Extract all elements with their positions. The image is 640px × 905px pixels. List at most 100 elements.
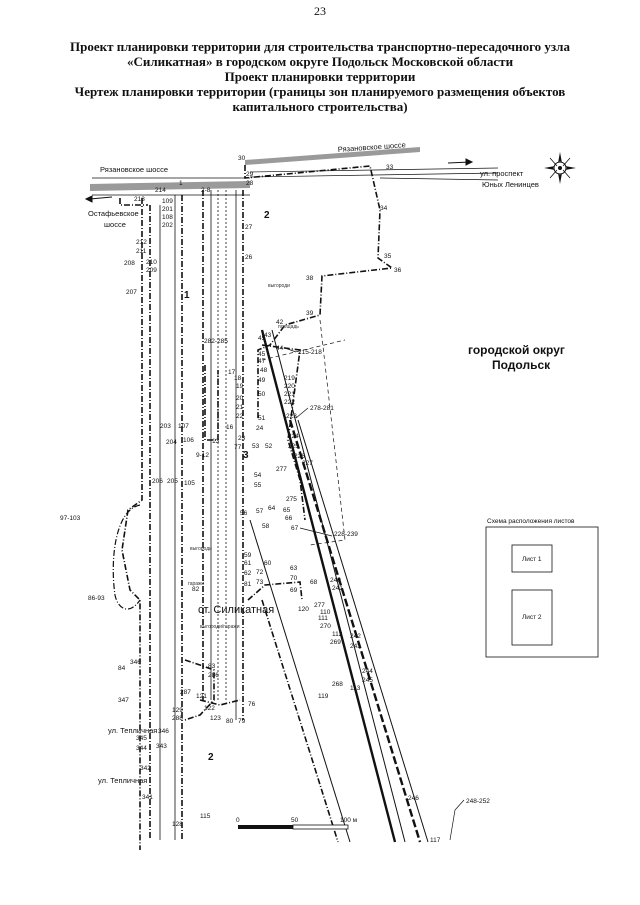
point-label: 17 — [228, 369, 236, 376]
point-label: 44 — [276, 345, 284, 352]
point-label: 30 — [238, 155, 246, 162]
point-label: 213 — [134, 196, 145, 203]
point-label: 65 — [283, 507, 291, 514]
point-label: 23 — [238, 435, 246, 442]
point-label: 268 — [332, 681, 343, 688]
point-label: 58 — [262, 523, 270, 530]
point-label: 343 — [156, 743, 167, 750]
point-label: 123 — [210, 715, 221, 722]
point-label: 129 — [172, 707, 183, 714]
point-label: 20 — [236, 395, 244, 402]
sheet1-label: Лист 1 — [522, 556, 542, 563]
point-label: 346 — [158, 728, 169, 735]
road-label: Юных Ленинцев — [482, 180, 539, 189]
point-label: 107 — [178, 423, 189, 430]
point-label: 128 — [172, 821, 183, 828]
point-label: 347 — [118, 697, 129, 704]
scale-bar: 0 50 100 м — [236, 817, 358, 830]
point-label: 241 — [332, 585, 343, 592]
point-label: 1 — [179, 180, 183, 187]
point-label: 27 — [245, 224, 253, 231]
point-label: 81 — [244, 581, 252, 588]
point-label: 203 — [160, 423, 171, 430]
territory-boundary — [261, 319, 346, 546]
point-label: 206 — [152, 478, 163, 485]
point-label: 110 — [320, 609, 331, 616]
road-arrows — [84, 158, 474, 203]
point-label: 9-12 — [196, 452, 209, 459]
point-label: 225 — [288, 443, 299, 450]
point-label: 21 — [236, 404, 244, 411]
point-label: 221 — [284, 391, 295, 398]
point-label: 240 — [330, 577, 341, 584]
point-label: 105 — [184, 480, 195, 487]
scale-label: 100 м — [340, 817, 358, 824]
title-line: капитального строительства) — [232, 99, 408, 114]
point-label: 201 — [162, 206, 173, 213]
point-label: 282-285 — [204, 338, 228, 345]
point-label: 26 — [245, 254, 253, 261]
title-line: Чертеж планировки территории (границы зо… — [74, 84, 566, 99]
point-label: 68 — [310, 579, 318, 586]
zone-number: 1 — [184, 290, 190, 301]
point-label: 64 — [268, 505, 276, 512]
point-label: 344 — [136, 745, 147, 752]
point-label: 82 — [192, 586, 200, 593]
point-label: 38 — [306, 275, 314, 282]
roundabout-curve — [112, 504, 141, 610]
point-label: 219 — [284, 375, 295, 382]
zone-number: 2 — [208, 752, 214, 763]
point-label: 207 — [126, 289, 137, 296]
ryazanovskoe-highway — [90, 147, 420, 191]
vertical-corridors — [149, 190, 244, 840]
point-label: 53 — [252, 443, 260, 450]
point-label: 16 — [226, 424, 234, 431]
building-labels: выгороди площадь выгороди гаражи выгород… — [188, 283, 299, 630]
point-label: 13 — [212, 438, 220, 445]
road-label: Остафьевское — [88, 209, 139, 218]
point-label: 108 — [162, 214, 173, 221]
point-label: 29 — [246, 171, 254, 178]
point-label: 57 — [256, 508, 264, 515]
point-label: 83 — [208, 663, 216, 670]
point-label: 212 — [136, 239, 147, 246]
point-label: 248-252 — [466, 798, 490, 805]
point-label: 275 — [286, 496, 297, 503]
point-label: 277 — [314, 602, 325, 609]
okrug-label: городской округ — [468, 343, 565, 357]
point-label: 270 — [320, 623, 331, 630]
point-label: 121 — [196, 693, 207, 700]
point-label: 72 — [256, 569, 264, 576]
point-label: 22 — [236, 413, 244, 420]
zone-number: 3 — [243, 450, 249, 461]
point-label: 49 — [258, 377, 266, 384]
title-line: «Силикатная» в городском округе Подольск… — [126, 54, 514, 69]
point-label: 119 — [318, 693, 329, 700]
point-label: 52 — [265, 443, 273, 450]
point-label: 223 — [286, 413, 297, 420]
road-label: ул. проспект — [480, 169, 524, 178]
title-line: Проект планировки территории — [224, 69, 416, 84]
point-label: 278-281 — [310, 405, 334, 412]
scale-label: 0 — [236, 817, 240, 824]
point-label: 24 — [256, 425, 264, 432]
point-label: 84 — [118, 665, 126, 672]
point-label: 97-103 — [60, 515, 81, 522]
point-label: 34 — [380, 205, 388, 212]
point-label: 60 — [264, 560, 272, 567]
point-label: 59 — [244, 552, 252, 559]
point-label: 45 — [258, 335, 266, 342]
drawing-title: Проект планировки территории для строите… — [40, 39, 600, 114]
railway-diagonals — [249, 329, 429, 843]
point-label: 214 — [155, 187, 166, 194]
point-label: 288 — [172, 715, 183, 722]
point-label: 109 — [162, 198, 173, 205]
point-label: 33 — [386, 164, 394, 171]
zone-numbers: 1 2 3 2 — [184, 210, 270, 763]
point-label: 277 — [276, 466, 287, 473]
point-label: 77 — [234, 444, 242, 451]
title-line: Проект планировки территории для строите… — [70, 39, 570, 54]
point-label: 28 — [246, 180, 254, 187]
point-label: 341 — [142, 794, 153, 801]
point-label: 224 — [288, 433, 299, 440]
